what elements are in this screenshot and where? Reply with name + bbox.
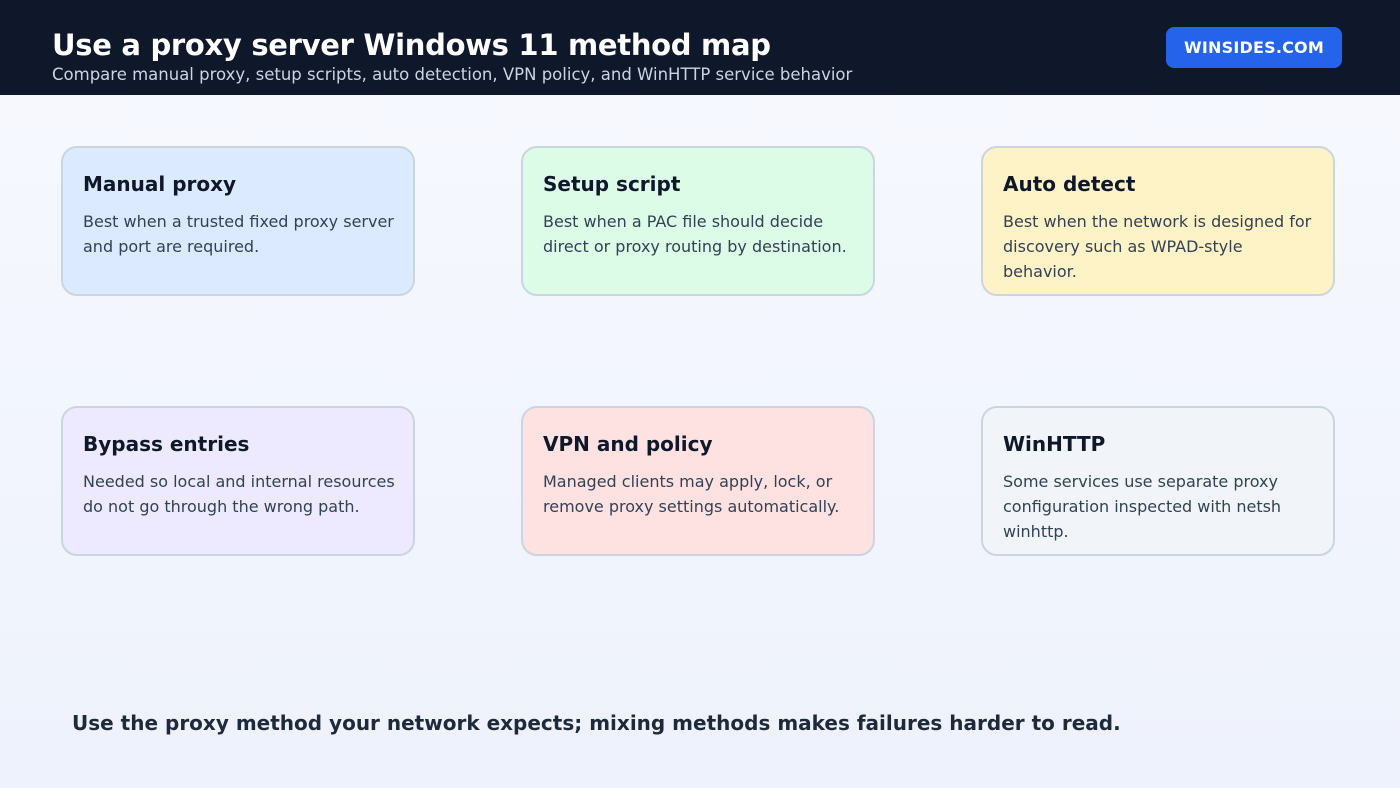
page-subtitle: Compare manual proxy, setup scripts, aut… <box>52 65 853 84</box>
card-description: Best when a trusted fixed proxy server a… <box>83 212 394 256</box>
card-description: Best when a PAC file should decide direc… <box>543 212 847 256</box>
card-title: Auto detect <box>1003 172 1136 196</box>
brand-badge[interactable]: WINSIDES.COM <box>1166 27 1342 68</box>
card-description: Managed clients may apply, lock, or remo… <box>543 472 840 516</box>
card-manual-proxy: Manual proxy Best when a trusted fixed p… <box>61 146 415 296</box>
card-title: Setup script <box>543 172 681 196</box>
card-title: VPN and policy <box>543 432 713 456</box>
card-vpn-and-policy: VPN and policy Managed clients may apply… <box>521 406 875 556</box>
card-winhttp: WinHTTP Some services use separate proxy… <box>981 406 1335 556</box>
card-title: WinHTTP <box>1003 432 1106 456</box>
header-bar: Use a proxy server Windows 11 method map… <box>0 0 1400 95</box>
page-title: Use a proxy server Windows 11 method map <box>52 28 771 62</box>
card-auto-detect: Auto detect Best when the network is des… <box>981 146 1335 296</box>
card-title: Bypass entries <box>83 432 250 456</box>
card-bypass-entries: Bypass entries Needed so local and inter… <box>61 406 415 556</box>
card-description: Needed so local and internal resources d… <box>83 472 395 516</box>
card-title: Manual proxy <box>83 172 237 196</box>
card-description: Best when the network is designed for di… <box>1003 212 1312 281</box>
footer-note: Use the proxy method your network expect… <box>72 711 1121 735</box>
card-setup-script: Setup script Best when a PAC file should… <box>521 146 875 296</box>
card-description: Some services use separate proxy configu… <box>1003 472 1282 541</box>
